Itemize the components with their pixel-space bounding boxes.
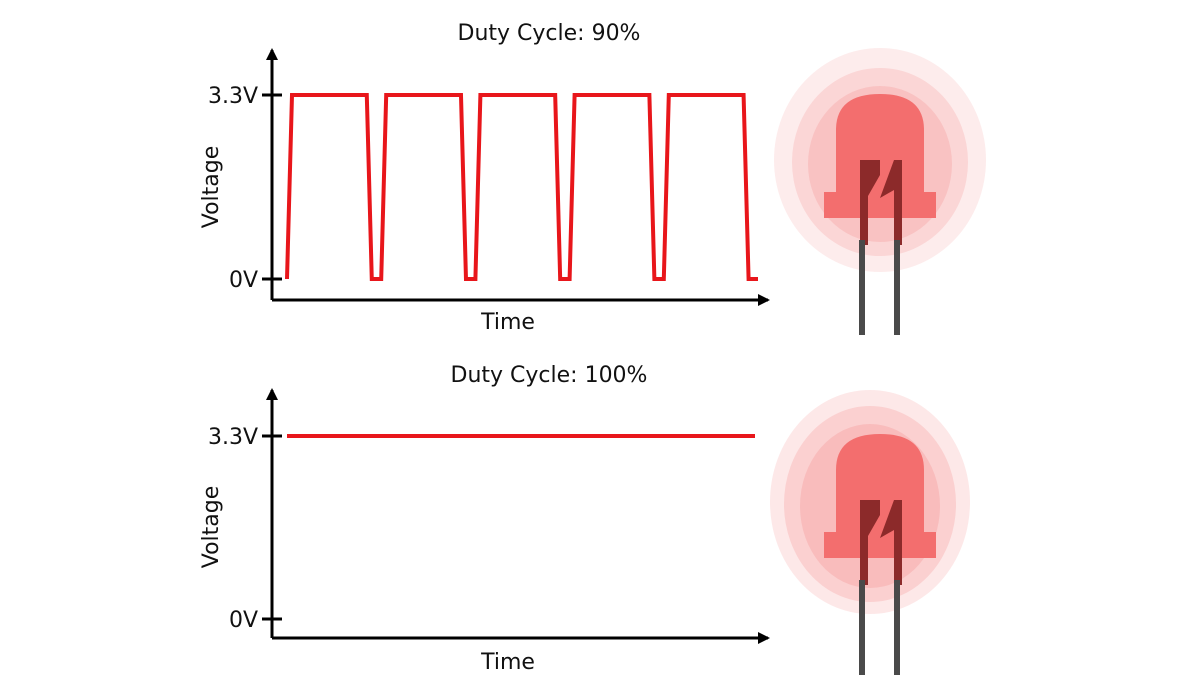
panel-duty-90: Duty Cycle: 90% Voltage Time 3.3V 0V xyxy=(199,21,770,335)
x-axis-label: Time xyxy=(480,310,535,335)
led-lens xyxy=(824,434,936,558)
led-anvil xyxy=(860,500,880,585)
led-post xyxy=(880,160,902,245)
led-icon xyxy=(770,390,970,675)
led-anvil xyxy=(860,160,880,245)
pwm-signal-line xyxy=(285,93,758,281)
panel-duty-100: Duty Cycle: 100% Voltage Time 3.3V 0V xyxy=(199,363,770,675)
y-tick-high: 3.3V xyxy=(208,84,258,109)
x-axis-label: Time xyxy=(480,650,535,675)
y-tick-low: 0V xyxy=(229,608,258,633)
y-axis-label: Voltage xyxy=(199,486,224,569)
panel-title: Duty Cycle: 90% xyxy=(458,21,641,46)
led-post xyxy=(880,500,902,585)
y-tick-high: 3.3V xyxy=(208,425,258,450)
y-tick-low: 0V xyxy=(229,268,258,293)
y-axis-label: Voltage xyxy=(199,146,224,229)
led-lens xyxy=(824,94,936,218)
led-icon xyxy=(774,48,986,335)
panel-title: Duty Cycle: 100% xyxy=(451,363,648,388)
